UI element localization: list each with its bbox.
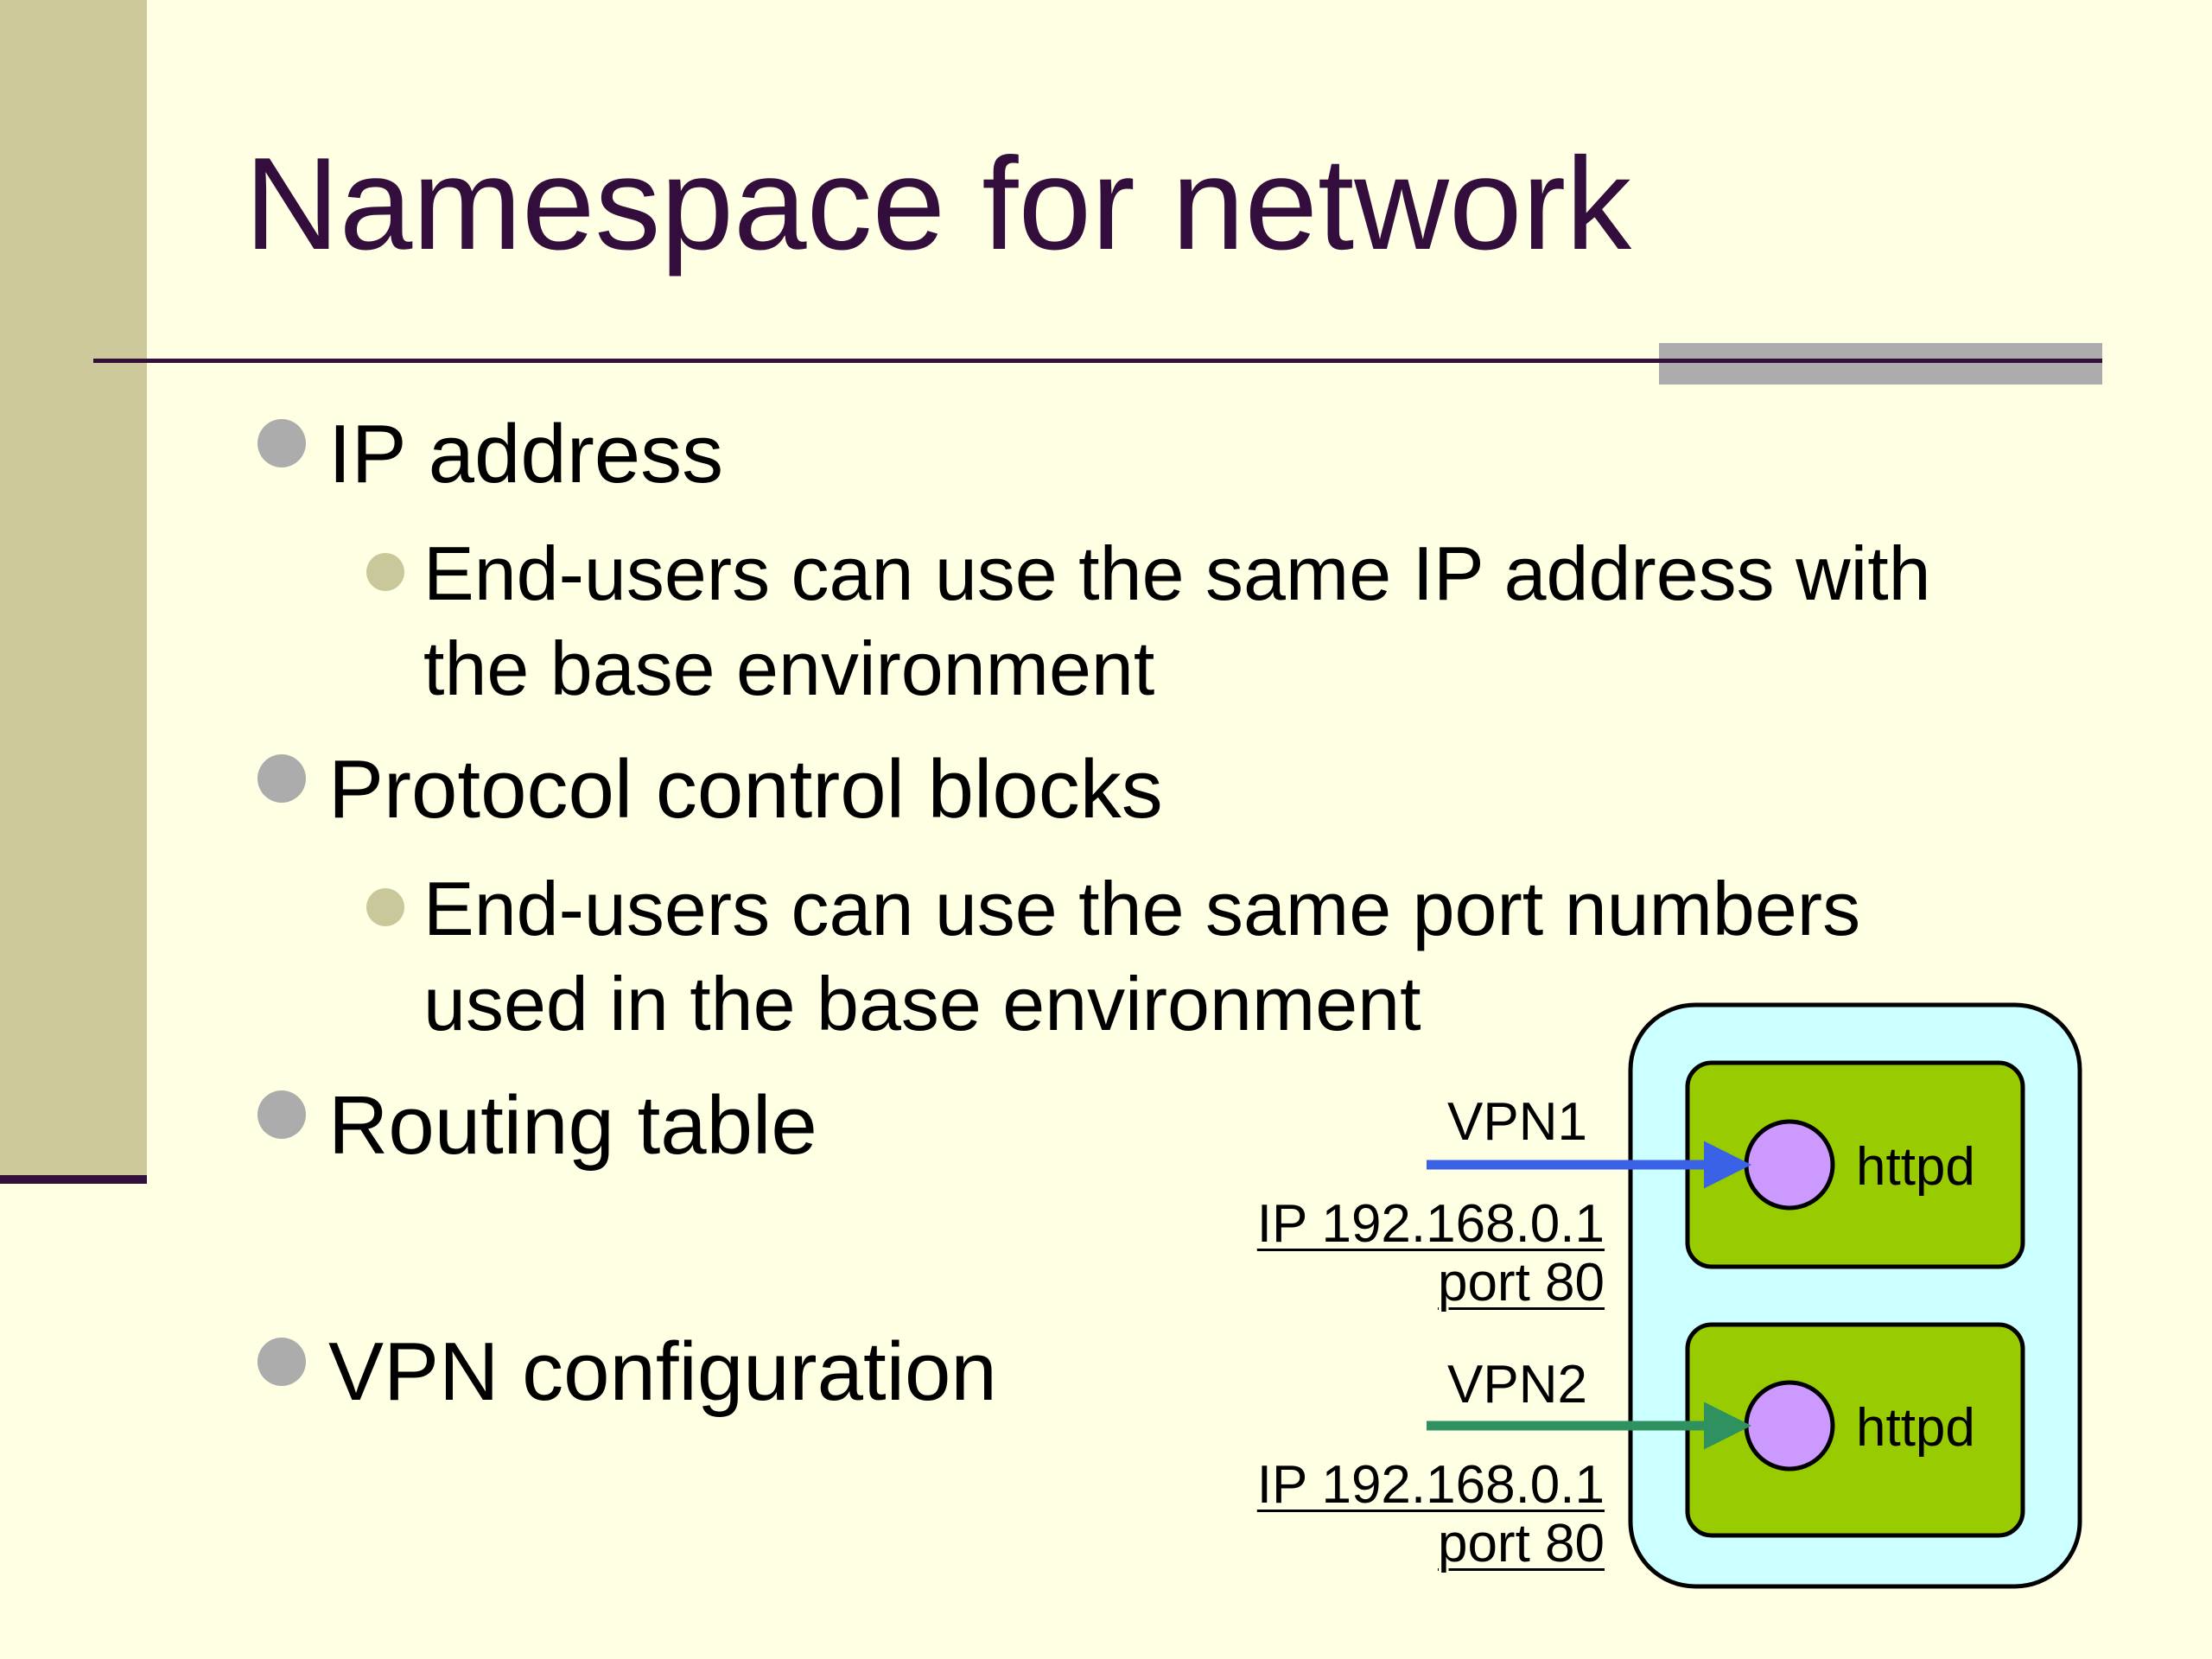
vpn1-ip-label: IP 192.168.0.1 (1256, 1194, 1605, 1254)
vpn1-port-label: port 80 (1437, 1253, 1605, 1313)
vpn2-port-label: port 80 (1437, 1514, 1605, 1573)
sub-bullet-dot (366, 553, 404, 591)
bullet-dot (257, 419, 306, 467)
bullet-vpn-configuration: VPN configuration (328, 1325, 997, 1418)
bullet-ip-address: IP address (328, 408, 724, 500)
vpn2-label: VPN2 (1447, 1355, 1587, 1414)
left-band-rule (0, 1175, 147, 1184)
sub-bullet-ip-line2: the base environment (423, 626, 1155, 711)
vpn1-label: VPN1 (1447, 1092, 1587, 1152)
bullet-routing-table: Routing table (328, 1079, 817, 1172)
slide-title: Namespace for network (245, 130, 1632, 277)
left-accent-band (0, 0, 147, 1179)
title-accent-line (1659, 359, 2102, 363)
sub-bullet-ip-line1: End-users can use the same IP address wi… (423, 531, 1931, 616)
bullet-dot (257, 1090, 306, 1139)
process-label-1: httpd (1856, 1137, 1975, 1197)
process-socket-1 (1744, 1119, 1835, 1211)
bullet-dot (257, 1338, 306, 1386)
title-accent-bar (1659, 343, 2102, 385)
vpn2-ip-label: IP 192.168.0.1 (1256, 1455, 1605, 1515)
sub-bullet-dot (366, 888, 404, 926)
process-socket-2 (1744, 1380, 1835, 1471)
sub-bullet-port-line2: used in the base environment (423, 961, 1421, 1046)
title-divider (93, 359, 2102, 363)
bullet-dot (257, 754, 306, 803)
process-label-2: httpd (1856, 1398, 1975, 1458)
sub-bullet-port-line1: End-users can use the same port numbers (423, 866, 1861, 951)
bullet-protocol-control-blocks: Protocol control blocks (328, 743, 1163, 836)
